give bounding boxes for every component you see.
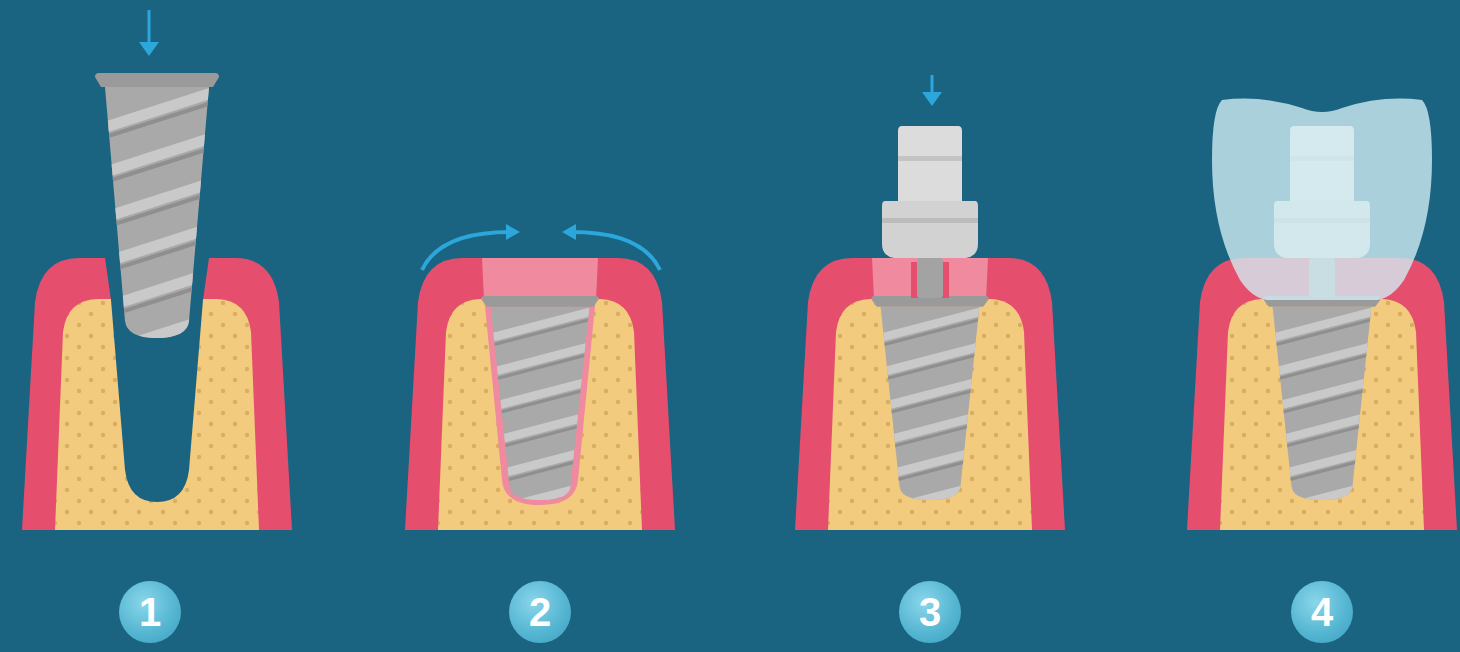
step-number-circle: 4 [1291,581,1353,643]
step-number-circle: 2 [509,581,571,643]
step-number-circle: 3 [899,581,961,643]
step-number-circle: 1 [119,581,181,643]
step-number: 3 [919,592,941,632]
step-number: 2 [529,592,551,632]
step-number: 4 [1311,592,1333,632]
step-three-figure [795,75,1065,530]
step-number: 1 [139,592,161,632]
step-two-figure [405,224,675,530]
step-four-figure [1187,99,1457,530]
step-one-figure [22,10,292,530]
